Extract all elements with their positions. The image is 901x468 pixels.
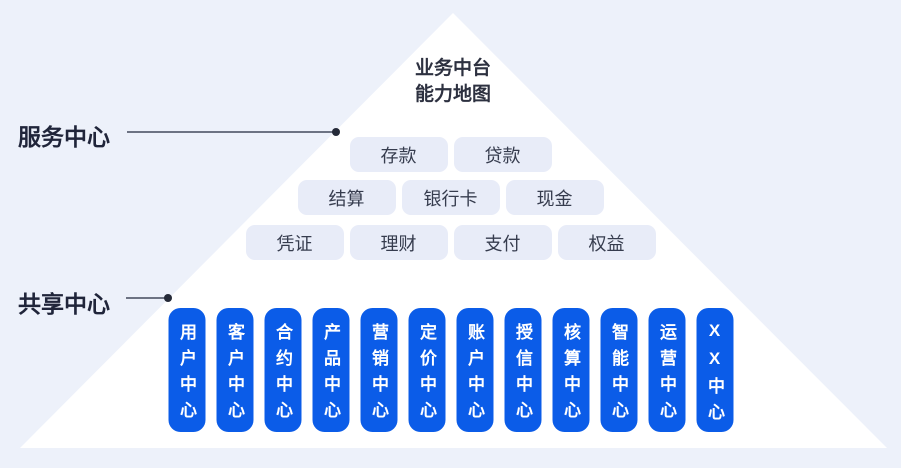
capability-row-2: 结算 银行卡 现金 xyxy=(297,180,604,215)
capability-pill: 存款 xyxy=(349,137,448,172)
capability-pill: 结算 xyxy=(297,180,396,215)
shared-center-pill: 用户中心 xyxy=(168,308,205,432)
capability-pill: 支付 xyxy=(453,225,552,260)
capability-pill: 权益 xyxy=(557,225,656,260)
shared-center-pill: 营销中心 xyxy=(360,308,397,432)
capability-pill: 凭证 xyxy=(245,225,344,260)
capability-row-1: 存款 贷款 xyxy=(349,137,552,172)
shared-center-pill: 智能中心 xyxy=(600,308,637,432)
service-center-leader-dot xyxy=(332,128,340,136)
shared-center-pill: 合约中心 xyxy=(264,308,301,432)
shared-center-pill: 授信中心 xyxy=(504,308,541,432)
shared-center-pill: 账户中心 xyxy=(456,308,493,432)
shared-center-leader-line xyxy=(126,297,165,299)
shared-center-pill: 产品中心 xyxy=(312,308,349,432)
shared-center-pill: 客户中心 xyxy=(216,308,253,432)
capability-row-3: 凭证 理财 支付 权益 xyxy=(245,225,656,260)
capability-pill: 银行卡 xyxy=(401,180,500,215)
capability-pill: 理财 xyxy=(349,225,448,260)
service-center-label: 服务中心 xyxy=(18,124,110,150)
capability-pill: 现金 xyxy=(505,180,604,215)
shared-center-pill: XX中心 xyxy=(696,308,733,432)
service-center-leader-line xyxy=(127,131,333,133)
shared-center-pill: 定价中心 xyxy=(408,308,445,432)
capability-pill: 贷款 xyxy=(453,137,552,172)
page-title-line2: 能力地图 xyxy=(414,84,491,106)
page-title-line1: 业务中台 xyxy=(414,58,491,79)
shared-center-leader-dot xyxy=(164,294,172,302)
shared-center-pill: 运营中心 xyxy=(648,308,685,432)
shared-center-label: 共享中心 xyxy=(18,291,110,317)
shared-centers-row: 用户中心 客户中心 合约中心 产品中心 营销中心 定价中心 账户中心 授信中心 … xyxy=(168,308,733,432)
shared-center-pill: 核算中心 xyxy=(552,308,589,432)
page-title: 业务中台 能力地图 xyxy=(351,56,555,108)
